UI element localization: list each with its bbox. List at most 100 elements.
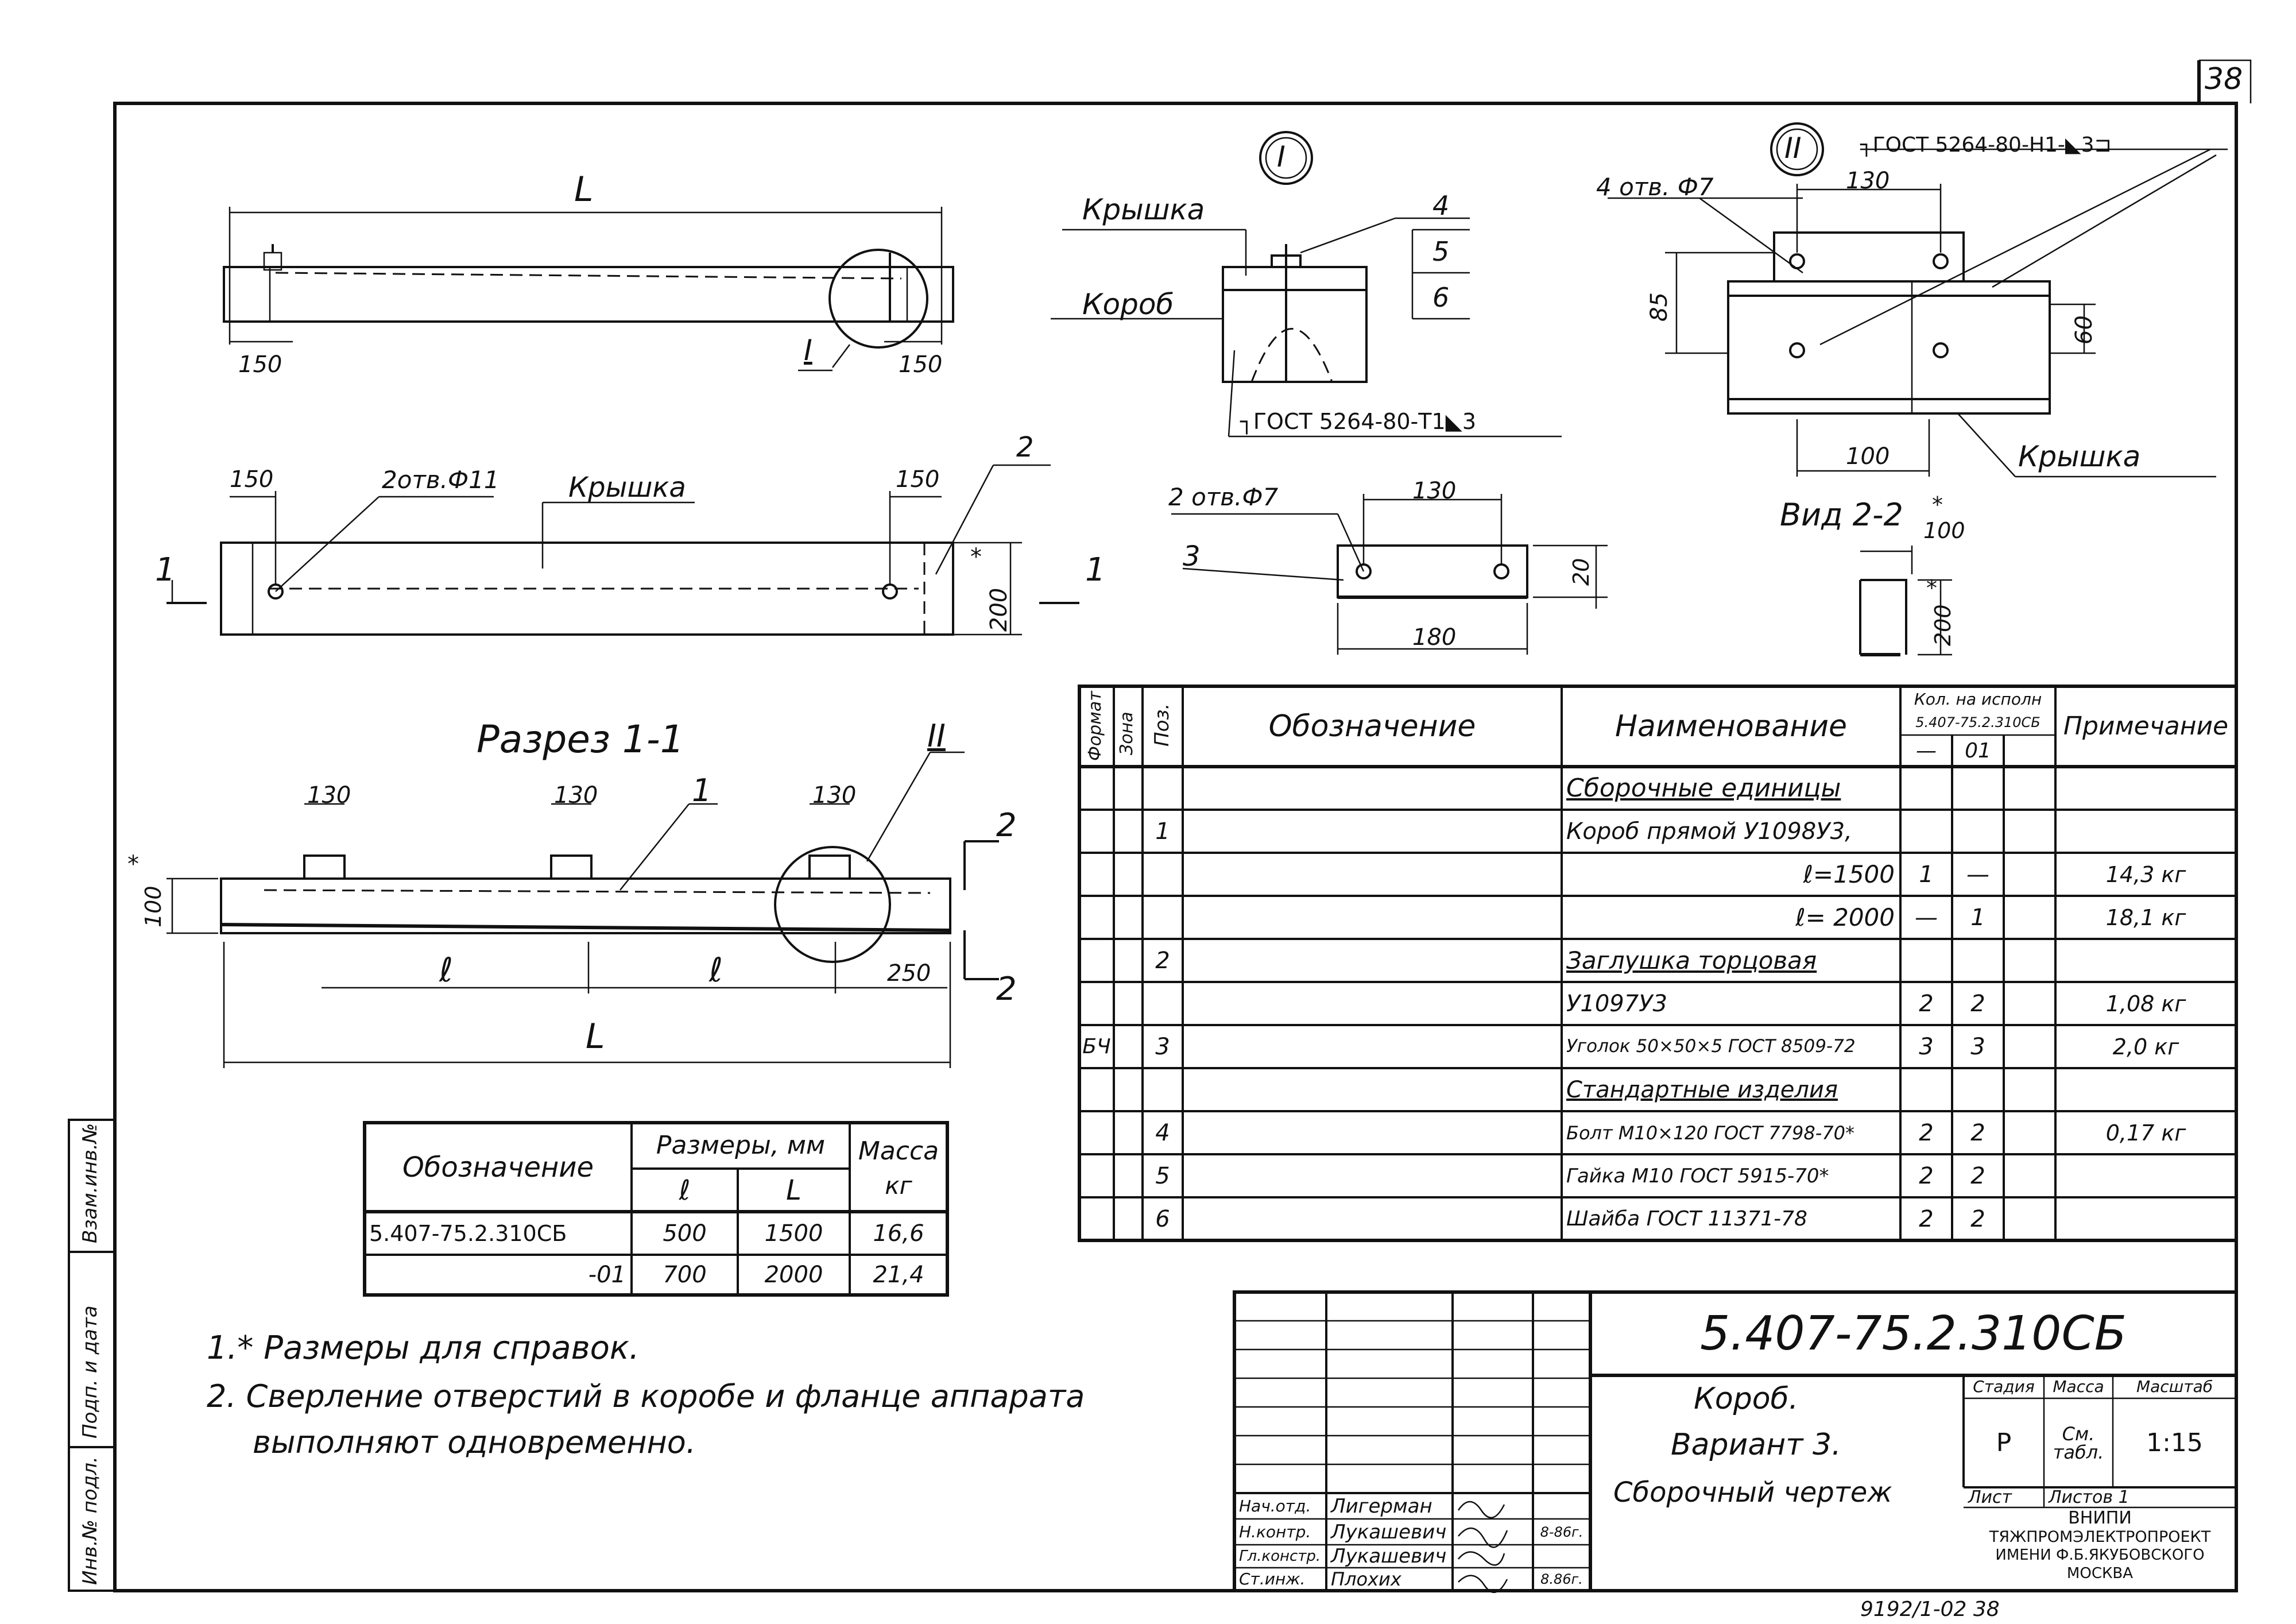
- spec-h-qty: Кол. на исполн: [1914, 690, 2042, 709]
- section-title: Разрез 1-1: [477, 717, 684, 761]
- size-h-kg: кг: [885, 1171, 912, 1200]
- spec-row-q2: 2: [1970, 1119, 1985, 1146]
- spec-row-note: 2,0 кг: [2112, 1034, 2179, 1060]
- person-date: [1533, 1545, 1590, 1568]
- view-2-2-star-top: *: [1932, 492, 1943, 517]
- size-row-L: 1500: [764, 1220, 823, 1247]
- plan-dim-150-right: 150: [896, 466, 940, 493]
- doc-code: 5.407-75.2.310СБ: [1699, 1306, 2127, 1361]
- callout-II-label: II: [927, 718, 946, 754]
- spec-row-pos: 2: [1155, 947, 1170, 974]
- spec-row-q1: [1900, 939, 1952, 982]
- view-mark-bottom: 2: [996, 970, 1017, 1008]
- spec-row-q1: [1900, 810, 1952, 853]
- spec-row-q2: [1952, 767, 2004, 810]
- spec-h-zone: Зона: [1117, 712, 1137, 755]
- spec-row-q2: 3: [1970, 1033, 1985, 1060]
- detail-I-lid-label: Крышка: [1082, 193, 1205, 226]
- org-line-2: ТЯЖПРОМЭЛЕКТРОПРОЕКТ: [1989, 1528, 2211, 1546]
- spec-row-q2: [1952, 939, 2004, 982]
- detail-II-weld-note: ┐ГОСТ 5264-80-Н1-◣3⊐: [1860, 133, 2112, 157]
- spec-row-note: [2055, 810, 2236, 853]
- spec-row-note: [2055, 1068, 2236, 1111]
- bottom-code: 9192/1-02 38: [1860, 1598, 2000, 1621]
- spec-row-name: Стандартные изделия: [1566, 1076, 1838, 1103]
- spec-row-pos: [1143, 896, 1183, 939]
- dim-L-top: L: [574, 169, 594, 210]
- spec-row-q1: 2: [1919, 1119, 1934, 1146]
- detail-II-dim-100: 100: [1846, 443, 1890, 470]
- org-line-3: ИМЕНИ Ф.Б.ЯКУБОВСКОГО: [1995, 1546, 2205, 1564]
- title-stage: Р: [1996, 1428, 2012, 1457]
- person-role: Ст.инж.: [1239, 1569, 1306, 1588]
- spec-row-q2: —: [1966, 861, 1989, 888]
- side-stamp-frame: [69, 1120, 115, 1591]
- callout-I-label: I: [804, 334, 812, 367]
- spec-row-fmt: [1079, 1197, 1114, 1240]
- person-name: Лукашевич: [1331, 1520, 1447, 1544]
- spec-row-name: Болт М10×120 ГОСТ 7798-70*: [1566, 1122, 1854, 1144]
- side-stamp-1: Взам.инв.№: [79, 1123, 102, 1243]
- spec-row-note: [2055, 1197, 2236, 1240]
- detail-I-pos-6: 6: [1432, 282, 1450, 313]
- spec-row-name: ℓ=1500: [1803, 860, 1895, 888]
- size-h-L: L: [786, 1174, 802, 1207]
- detail-I-pos-4: 4: [1432, 190, 1450, 221]
- top-view-drawing: [224, 207, 953, 370]
- size-row-l: 500: [663, 1220, 707, 1247]
- section-mark-right: 1: [1085, 551, 1106, 589]
- spec-h-designation: Обозначение: [1268, 709, 1476, 744]
- spec-row-pos: 5: [1155, 1162, 1170, 1189]
- detail-II-dim-130: 130: [1846, 168, 1890, 194]
- spec-row-name: Гайка М10 ГОСТ 5915-70*: [1566, 1164, 1829, 1188]
- spec-row-q2: [1952, 810, 2004, 853]
- plan-dim-200: 200: [986, 587, 1012, 632]
- spec-row-pos: 1: [1155, 818, 1170, 845]
- detail-I-callout: I: [1277, 140, 1286, 173]
- title-h-stage: Стадия: [1973, 1377, 2035, 1396]
- spec-h-qty-01: 01: [1965, 738, 1991, 763]
- spec-h-qty-dash: —: [1916, 738, 1937, 763]
- title-line-3: Сборочный чертеж: [1613, 1476, 1892, 1509]
- section-view-drawing: [167, 752, 999, 1068]
- side-stamp-2: Подп. и дата: [79, 1305, 102, 1439]
- size-row-l: 700: [663, 1262, 707, 1288]
- size-h-sizes: Размеры, мм: [656, 1131, 826, 1160]
- plan-star: *: [970, 544, 982, 570]
- spec-row-fmt: БЧ: [1082, 1034, 1111, 1058]
- spec-row-q1: [1900, 767, 1952, 810]
- view-2-2-drawing: [1860, 546, 1952, 655]
- spec-row-note: [2055, 767, 2236, 810]
- spec-row-q1: 2: [1919, 1205, 1934, 1232]
- spec-row-note: [2055, 1154, 2236, 1197]
- spec-row-q1: —: [1915, 904, 1938, 931]
- title-mass: См. табл.: [2053, 1422, 2104, 1463]
- detail-I-pos-5: 5: [1432, 236, 1450, 267]
- detail-II-dim-60: 60: [2071, 315, 2097, 345]
- angle-dim-180: 180: [1412, 624, 1457, 651]
- title-sheet: Лист: [1968, 1487, 2012, 1507]
- spec-h-note: Примечание: [2063, 712, 2229, 741]
- spec-row-pos: [1143, 982, 1183, 1025]
- title-h-mass: Масса: [2053, 1377, 2104, 1396]
- sheet-number: 38: [2205, 62, 2243, 96]
- detail-II-holes-label: 4 отв. Ф7: [1596, 173, 1714, 201]
- spec-row-name: Шайба ГОСТ 11371-78: [1566, 1207, 1807, 1231]
- size-h-mass: Масса: [858, 1136, 939, 1166]
- angle-holes-label: 2 отв.Ф7: [1168, 483, 1279, 511]
- spec-row-note: 14,3 кг: [2105, 861, 2186, 887]
- plan-holes-label: 2отв.Ф11: [382, 466, 500, 494]
- view-2-2-dim-200: 200: [1930, 604, 1956, 646]
- spec-row-q1: 2: [1919, 1162, 1934, 1189]
- title-sheets: Листов 1: [2049, 1487, 2129, 1507]
- detail-II-dim-85: 85: [1646, 292, 1672, 322]
- section-star: *: [127, 851, 139, 877]
- spec-row-name: Заглушка торцовая: [1566, 946, 1817, 975]
- spec-row-fmt: [1079, 1111, 1114, 1154]
- spec-row-pos: [1143, 767, 1183, 810]
- note-1: 1.* Размеры для справок.: [207, 1329, 640, 1367]
- spec-h-name: Наименование: [1614, 709, 1848, 744]
- title-scale: 1:15: [2146, 1428, 2203, 1457]
- spec-row-fmt: [1079, 810, 1114, 853]
- spec-h-pos: Поз.: [1151, 703, 1174, 747]
